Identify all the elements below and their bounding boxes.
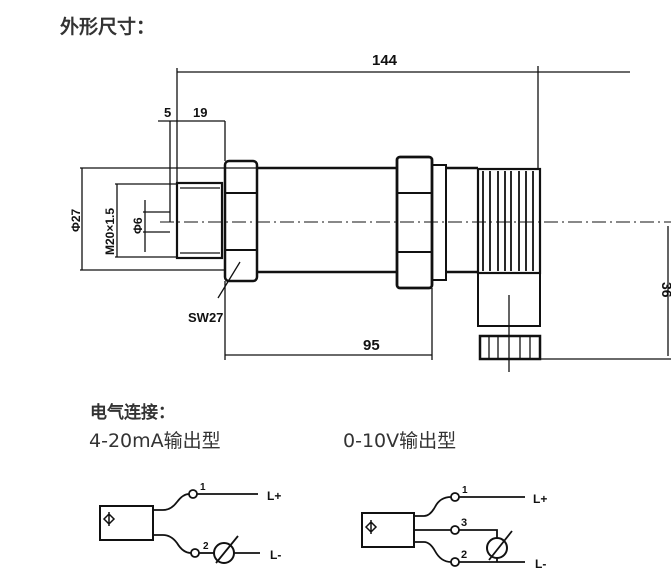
thread-part <box>175 181 224 260</box>
pin-1-label: 1 <box>462 485 468 496</box>
l-plus-label: L+ <box>533 492 547 506</box>
pin-1-label: 1 <box>200 482 206 493</box>
connector-head <box>476 167 542 275</box>
l-minus-label: L- <box>270 548 281 562</box>
hex-nut <box>223 159 259 283</box>
dim-144-label: 144 <box>372 52 398 69</box>
wrench-label: SW27 <box>188 310 223 325</box>
dia-6-label: Φ6 <box>131 217 145 234</box>
circuit-current-label: 4-20mA输出型 <box>89 430 221 452</box>
thread-label: M20×1.5 <box>103 208 117 255</box>
electrical-title: 电气连接： <box>90 403 175 423</box>
pin-3-label: 3 <box>461 517 467 529</box>
dim-95-label: 95 <box>363 337 380 354</box>
cable-gland <box>478 334 542 361</box>
pin-2-label: 2 <box>203 541 209 552</box>
l-plus-label: L+ <box>267 489 281 503</box>
circuit-0-10v: 1 3 2 L+ L- <box>361 485 547 571</box>
pin-2-label: 2 <box>461 549 467 561</box>
circuit-voltage-label: 0-10V输出型 <box>343 430 457 452</box>
dim-5-label: 5 <box>164 105 171 120</box>
dim-19-label: 19 <box>193 105 207 120</box>
dimensions-title: 外形尺寸： <box>60 16 156 38</box>
dim-36-label: 36 <box>659 282 671 298</box>
dia-27-label: Φ27 <box>69 208 83 232</box>
circuit-4-20ma: 1 2 L+ L- <box>99 482 281 564</box>
l-minus-label: L- <box>535 557 546 571</box>
